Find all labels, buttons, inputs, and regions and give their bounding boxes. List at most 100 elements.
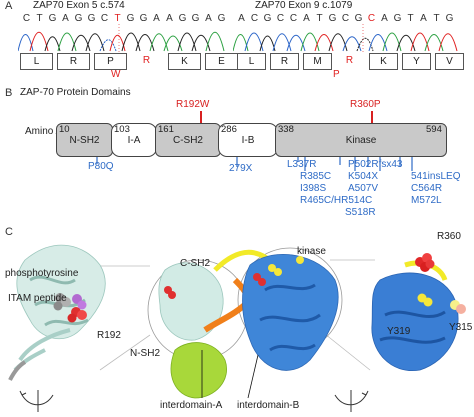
- trace2-substitution: P: [333, 69, 340, 80]
- base-letter: A: [303, 13, 310, 24]
- mutation-r465c-hr514c: R465C/HR514C: [300, 195, 373, 206]
- codon-amino-acid: L: [20, 53, 53, 70]
- right-closeup-kinase: [371, 253, 466, 372]
- codon-amino-acid: L: [237, 53, 266, 70]
- base-letter: A: [205, 13, 212, 24]
- position-338: 338: [278, 124, 294, 135]
- base-letter: T: [36, 13, 43, 24]
- mutation-c564r: C564R: [411, 183, 443, 194]
- base-letter: G: [354, 13, 363, 24]
- codon-amino-acid: R: [345, 55, 354, 66]
- label-kinase: kinase: [297, 246, 326, 257]
- base-letter: G: [126, 13, 135, 24]
- codon-amino-acid: K: [369, 53, 398, 70]
- panel-label-a: A: [5, 0, 13, 12]
- label-r360: R360: [437, 231, 461, 242]
- base-letter: G: [48, 13, 57, 24]
- codon-amino-acid: Y: [402, 53, 431, 70]
- mutation-p80q: P80Q: [88, 161, 114, 172]
- mutation-k504x: K504X: [348, 171, 379, 182]
- trace1-chromatogram: [18, 24, 225, 52]
- domain-i-b: I-B: [218, 123, 278, 157]
- codon-amino-acid: R: [57, 53, 90, 70]
- r360p-marker-line: [371, 111, 373, 123]
- trace2-chromatogram: [233, 24, 458, 52]
- codon-amino-acid: E: [205, 53, 238, 70]
- position-594: 594: [426, 124, 442, 135]
- base-letter: C: [276, 13, 285, 24]
- base-letter: C: [22, 13, 31, 24]
- domain-kinase: Kinase: [275, 123, 447, 157]
- rotation-arrows: [19, 390, 369, 412]
- mutation-r192w: R192W: [176, 99, 210, 110]
- position-286: 286: [221, 124, 237, 135]
- label-interdomain-b: interdomain-B: [237, 400, 300, 411]
- base-letter: C: [341, 13, 350, 24]
- label-r192: R192: [97, 330, 121, 341]
- trace1-title: ZAP70 Exon 5 c.574: [33, 0, 125, 11]
- mutation-m572l: M572L: [411, 195, 442, 206]
- base-letter: G: [217, 13, 226, 24]
- panel-label-c: C: [5, 226, 13, 238]
- mutation-p502rfsx43: P502Rfsx43: [348, 159, 403, 170]
- label-y315: Y315: [449, 322, 473, 333]
- base-letter: C: [100, 13, 109, 24]
- base-letter: T: [114, 13, 121, 24]
- mutation-l337r: L337R: [287, 159, 317, 170]
- mutation-279x: 279X: [229, 163, 253, 174]
- base-letter: G: [328, 13, 337, 24]
- mutation-i398s: I398S: [300, 183, 327, 194]
- domain-n-sh2: N-SH2: [56, 123, 113, 157]
- base-letter: G: [393, 13, 402, 24]
- codon-amino-acid: R: [270, 53, 299, 70]
- base-letter: A: [166, 13, 173, 24]
- mutation-541inslEQ: 541insLEQ: [411, 171, 461, 182]
- codon-amino-acid: V: [435, 53, 464, 70]
- base-letter: T: [433, 13, 440, 24]
- domains-title: ZAP-70 Protein Domains: [20, 87, 131, 98]
- panel-label-b: B: [5, 87, 13, 99]
- codon-amino-acid: P: [94, 53, 127, 70]
- trace1-substitution: W: [111, 69, 121, 80]
- position-161: 161: [158, 124, 174, 135]
- protein-structure-illustration: [8, 244, 466, 412]
- base-letter: G: [139, 13, 148, 24]
- r192w-marker-line: [200, 111, 202, 123]
- position-103: 103: [114, 124, 130, 135]
- base-letter: G: [74, 13, 83, 24]
- codon-amino-acid: M: [303, 53, 332, 70]
- label-n-sh2: N-SH2: [130, 348, 161, 359]
- trace2-title: ZAP70 Exon 9 c.1079: [255, 0, 353, 11]
- position-10: 10: [59, 124, 70, 135]
- base-letter: G: [263, 13, 272, 24]
- label-phosphotyrosine: phosphotyrosine: [5, 268, 79, 279]
- base-letter: C: [367, 13, 376, 24]
- amino-acid-label: Amino Acid: [25, 126, 76, 137]
- codon-amino-acid: K: [168, 53, 201, 70]
- base-letter: A: [153, 13, 160, 24]
- central-structure: [147, 247, 343, 399]
- left-closeup-csh2: [8, 244, 106, 381]
- base-letter: A: [381, 13, 388, 24]
- base-letter: G: [87, 13, 96, 24]
- base-letter: T: [316, 13, 323, 24]
- blue-mutation-markers: [96, 157, 413, 171]
- base-letter: T: [407, 13, 414, 24]
- base-letter: G: [445, 13, 454, 24]
- label-y319: Y319: [387, 326, 411, 337]
- base-letter: C: [289, 13, 298, 24]
- base-letter: G: [191, 13, 200, 24]
- mutation-r385c: R385C: [300, 171, 332, 182]
- base-letter: C: [250, 13, 259, 24]
- label-c-sh2: C-SH2: [180, 258, 211, 269]
- base-letter: A: [420, 13, 427, 24]
- label-itam-peptide: ITAM peptide: [8, 293, 67, 304]
- label-interdomain-a: interdomain-A: [160, 400, 223, 411]
- base-letter: A: [62, 13, 69, 24]
- codon-amino-acid: R: [142, 55, 151, 66]
- base-letter: G: [178, 13, 187, 24]
- mutation-s518r: S518R: [345, 207, 376, 218]
- mutation-a507v: A507V: [348, 183, 379, 194]
